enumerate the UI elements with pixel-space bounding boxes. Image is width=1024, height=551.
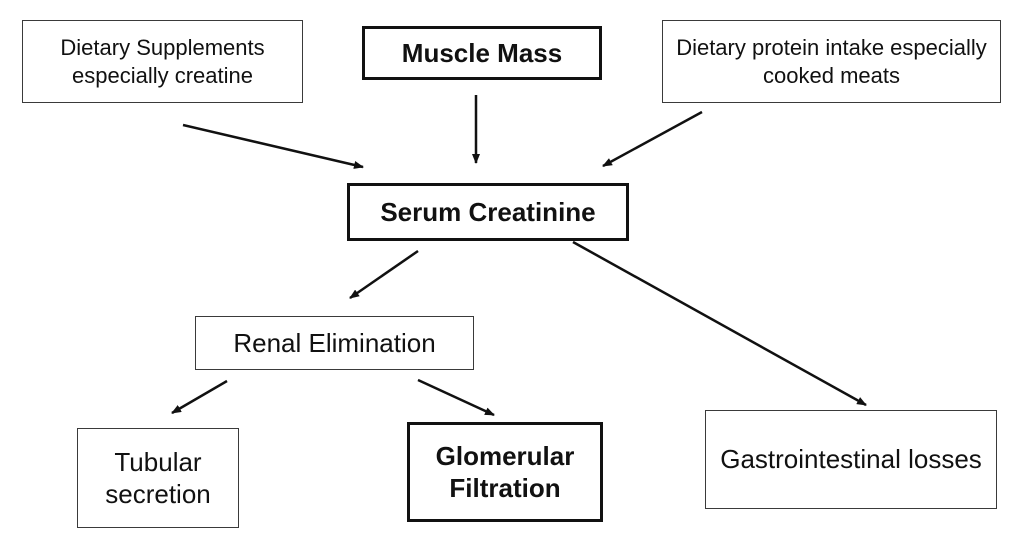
node-dietary-supplements: Dietary Supplements especially creatine xyxy=(22,20,303,103)
node-label-dietary-supplements: Dietary Supplements especially creatine xyxy=(60,35,265,88)
arrow-serum-to-renal xyxy=(349,249,419,300)
arrow-supplements-to-serum xyxy=(182,123,364,169)
node-dietary-protein: Dietary protein intake especially cooked… xyxy=(662,20,1001,103)
node-label-muscle-mass: Muscle Mass xyxy=(401,37,563,68)
node-serum-creatinine: Serum Creatinine xyxy=(347,183,629,241)
node-tubular-secretion: Tubular secretion xyxy=(77,428,239,528)
arrow-serum-to-gastro xyxy=(572,240,867,407)
node-label-dietary-protein: Dietary protein intake especially cooked… xyxy=(676,35,987,88)
arrow-renal-to-glomerular xyxy=(417,378,495,417)
node-label-serum-creatinine: Serum Creatinine xyxy=(380,196,596,227)
node-glomerular-filtration: Glomerular Filtration xyxy=(407,422,603,522)
node-muscle-mass: Muscle Mass xyxy=(362,26,602,80)
node-label-glomerular-filtration: Glomerular Filtration xyxy=(435,440,575,504)
node-gastrointestinal-losses: Gastrointestinal losses xyxy=(705,410,997,509)
arrow-protein-to-serum xyxy=(602,110,703,168)
node-renal-elimination: Renal Elimination xyxy=(195,316,474,370)
arrow-renal-to-tubular xyxy=(171,379,228,415)
node-label-gastrointestinal-losses: Gastrointestinal losses xyxy=(720,444,982,475)
node-label-renal-elimination: Renal Elimination xyxy=(233,327,436,358)
node-label-tubular-secretion: Tubular secretion xyxy=(105,446,211,510)
